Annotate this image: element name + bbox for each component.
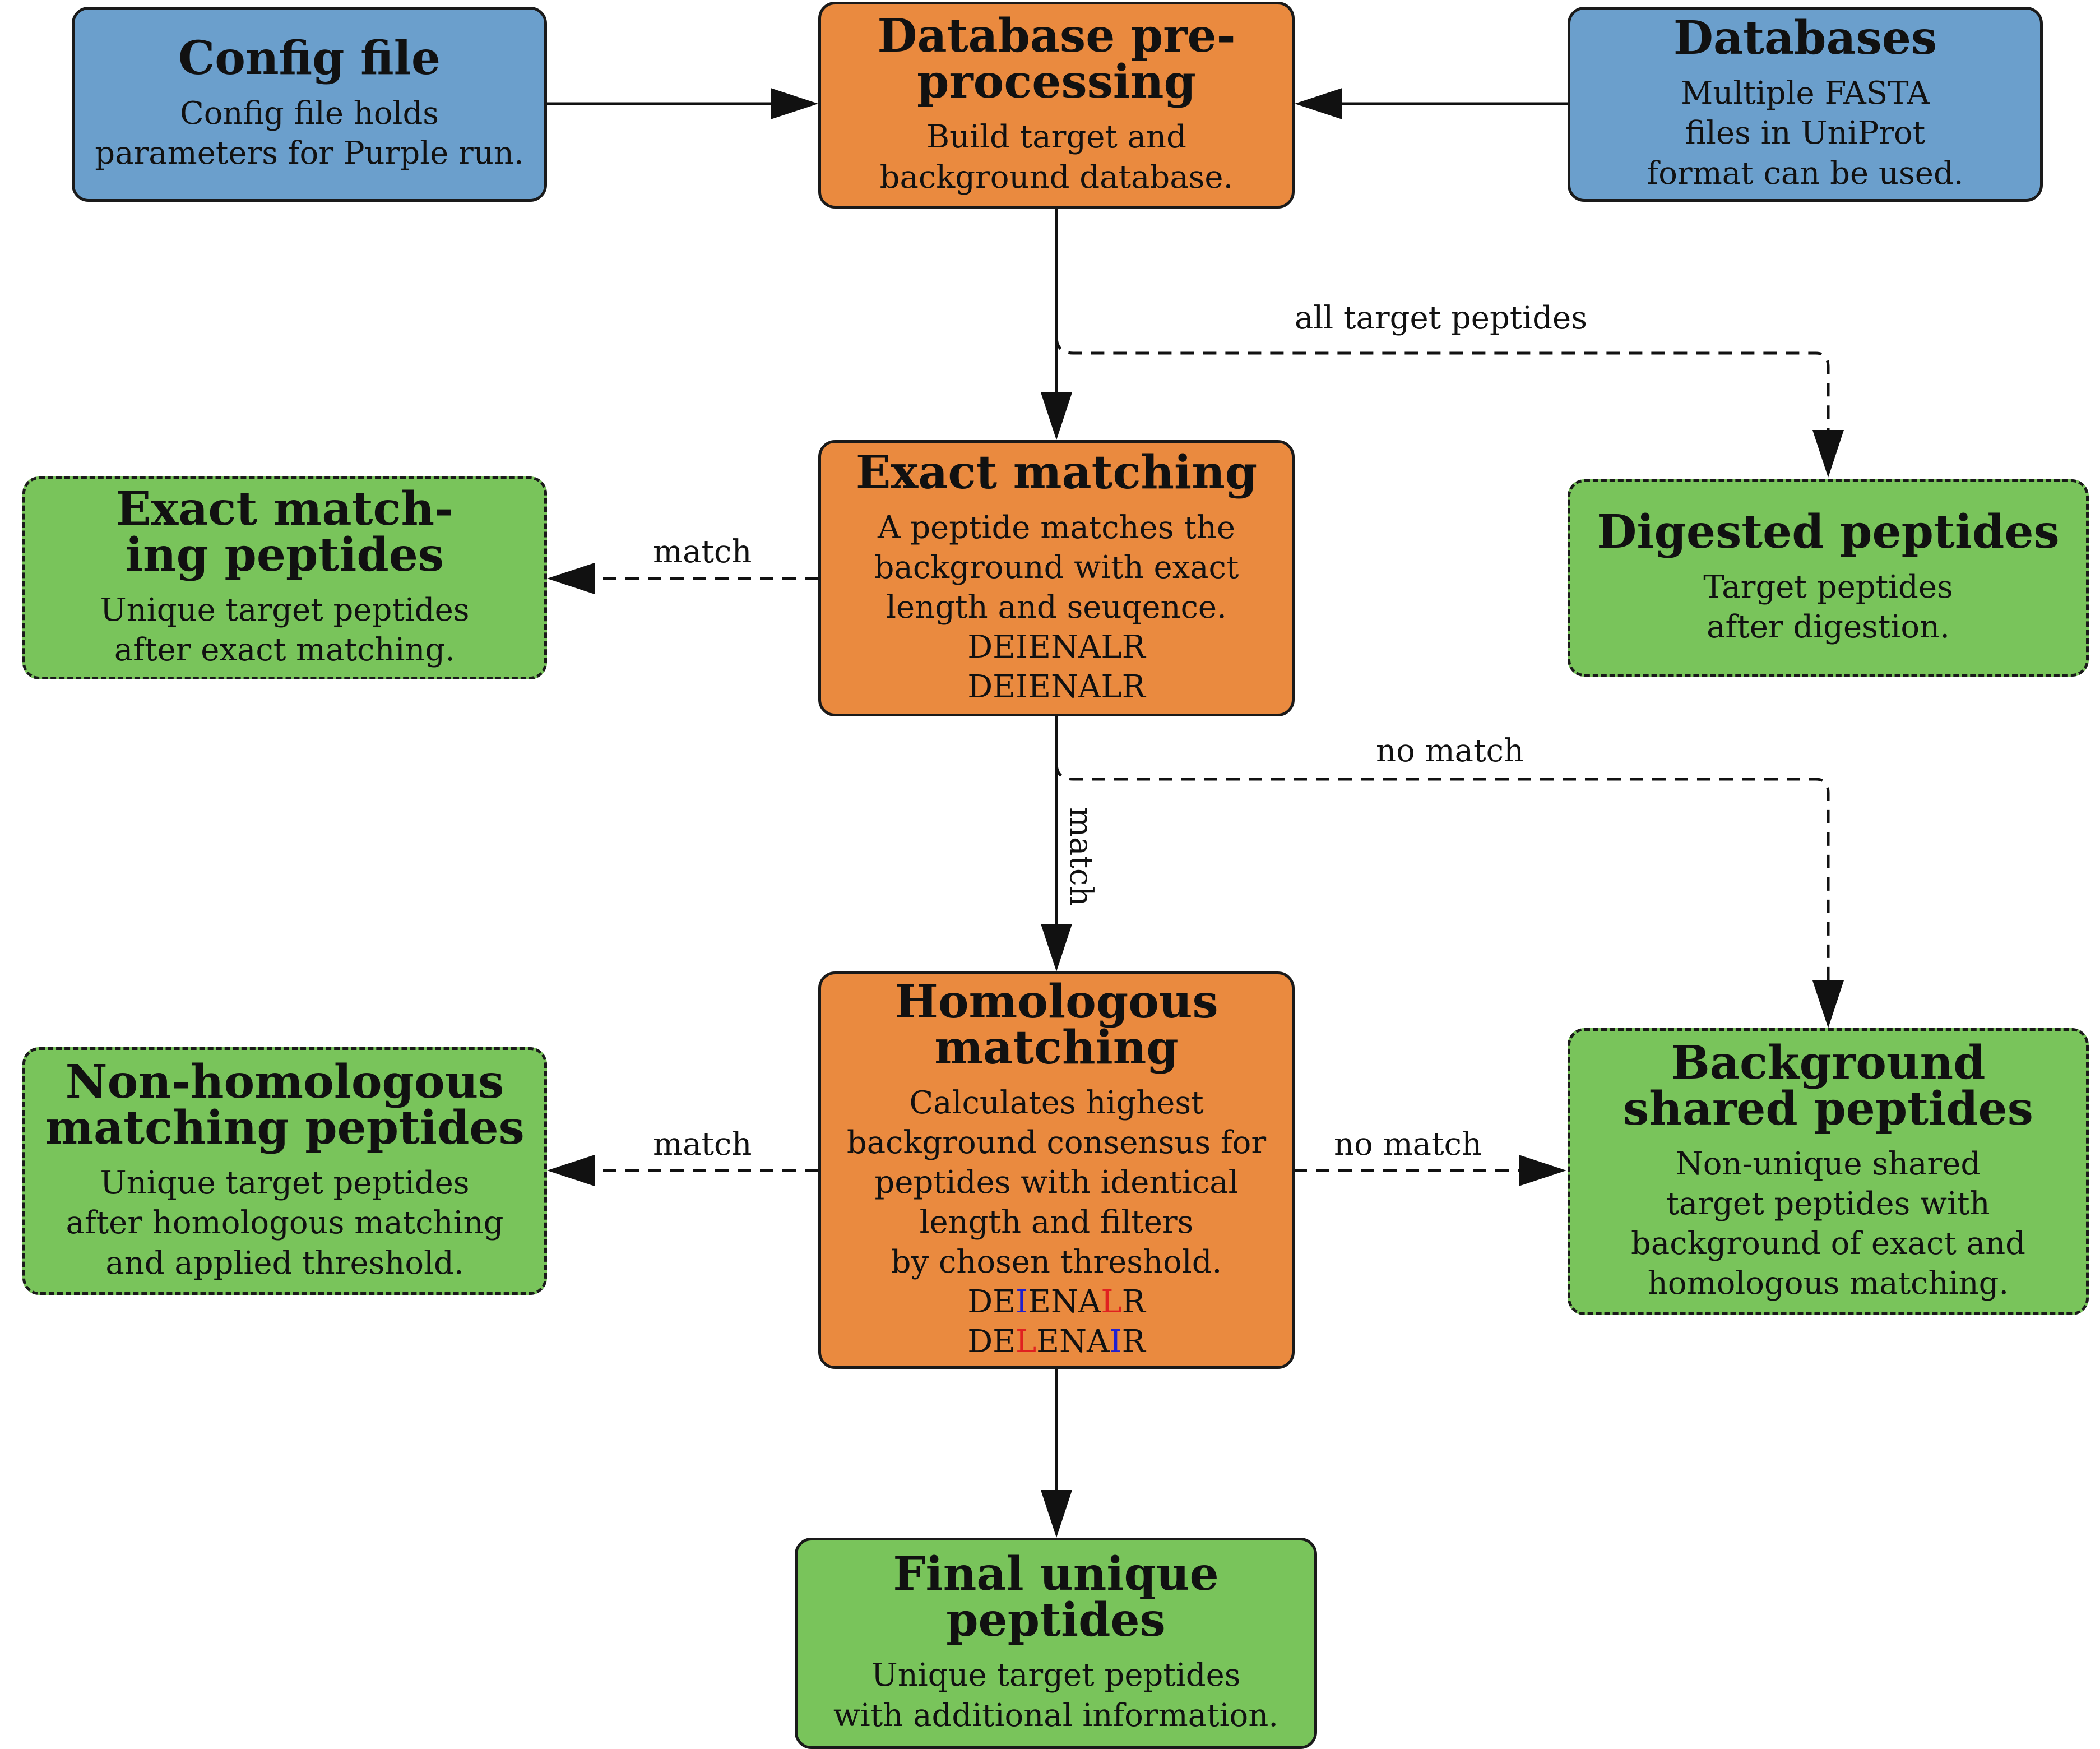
homologous-matching-title: Homologous matching [894, 974, 1218, 1075]
exact-matching-body: A peptide matches the background with ex… [874, 508, 1239, 707]
arrowhead-digested-top [1812, 430, 1844, 478]
background-shared-peptides-title: Background shared peptides [1623, 1035, 2033, 1136]
edge-dbprep-to-digested [1055, 336, 1830, 434]
final-unique-peptides-box: Final unique peptides Unique target pept… [795, 1538, 1317, 1749]
arrowhead-nonhomol-right [547, 1155, 595, 1186]
config-file-box: Config file Config file holds parameters… [72, 7, 547, 202]
databases-body: Multiple FASTA files in UniProt format c… [1647, 75, 1964, 192]
databases-title: Databases [1673, 11, 1937, 66]
arrowhead-dbprep-left [771, 88, 818, 119]
background-shared-peptides-body: Non-unique shared target peptides with b… [1631, 1145, 2025, 1302]
database-preprocessing-box: Database pre- processing Build target an… [818, 2, 1295, 209]
exact-matching-peptides-box: Exact match- ing peptides Unique target … [22, 476, 547, 679]
exact-sequence-1: DEIENALR [967, 629, 1146, 666]
arrowhead-dbprep-right [1295, 88, 1342, 119]
arrowhead-exact-top [1041, 392, 1072, 440]
digested-peptides-title: Digested peptides [1597, 505, 2060, 559]
edge-label-no-match-right: no match [1334, 1126, 1482, 1163]
arrowhead-exactpep-right [547, 563, 595, 594]
databases-box: Databases Multiple FASTA files in UniPro… [1568, 7, 2043, 202]
non-homologous-peptides-box: Non-homologous matching peptides Unique … [22, 1047, 547, 1295]
config-file-title: Config file [178, 31, 441, 85]
arrowhead-final-top [1041, 1490, 1072, 1538]
final-unique-peptides-body: Unique target peptides with additional i… [833, 1657, 1279, 1734]
edge-label-no-match-top: no match [1376, 733, 1524, 769]
exact-matching-peptides-body: Unique target peptides after exact match… [100, 591, 470, 668]
non-homologous-peptides-title: Non-homologous matching peptides [45, 1055, 525, 1155]
digested-peptides-box: Digested peptides Target peptides after … [1568, 479, 2089, 677]
exact-matching-box: Exact matching A peptide matches the bac… [818, 440, 1295, 716]
exact-matching-title: Exact matching [855, 445, 1258, 499]
arrowhead-bgshared-top [1812, 980, 1844, 1028]
database-preprocessing-title: Database pre- processing [877, 9, 1236, 109]
arrowhead-bgshared-left [1519, 1155, 1566, 1186]
database-preprocessing-body: Build target and background database. [879, 119, 1234, 196]
background-shared-peptides-box: Background shared peptides Non-unique sh… [1568, 1028, 2089, 1315]
edge-label-match-exact: match [653, 534, 752, 570]
edge-label-all-target-peptides: all target peptides [1295, 300, 1587, 336]
config-file-body: Config file holds parameters for Purple … [95, 95, 524, 172]
homologous-sequence-2: DELENAIR [967, 1324, 1146, 1361]
exact-matching-peptides-title: Exact match- ing peptides [115, 482, 454, 582]
exact-sequence-2: DEIENALR [967, 669, 1146, 706]
homologous-matching-body: Calculates highest background consensus … [847, 1083, 1266, 1362]
arrowhead-homol-top [1041, 924, 1072, 971]
final-unique-peptides-title: Final unique peptides [893, 1547, 1219, 1648]
non-homologous-peptides-body: Unique target peptides after homologous … [66, 1165, 504, 1281]
edge-exact-to-bgshared [1055, 763, 1830, 984]
homologous-matching-box: Homologous matching Calculates highest b… [818, 971, 1295, 1369]
digested-peptides-body: Target peptides after digestion. [1703, 568, 1953, 645]
edge-label-match-homol: match [653, 1126, 752, 1163]
edge-label-match-vertical: match [1063, 807, 1099, 906]
homologous-sequence-1: DEIENALR [967, 1284, 1146, 1321]
